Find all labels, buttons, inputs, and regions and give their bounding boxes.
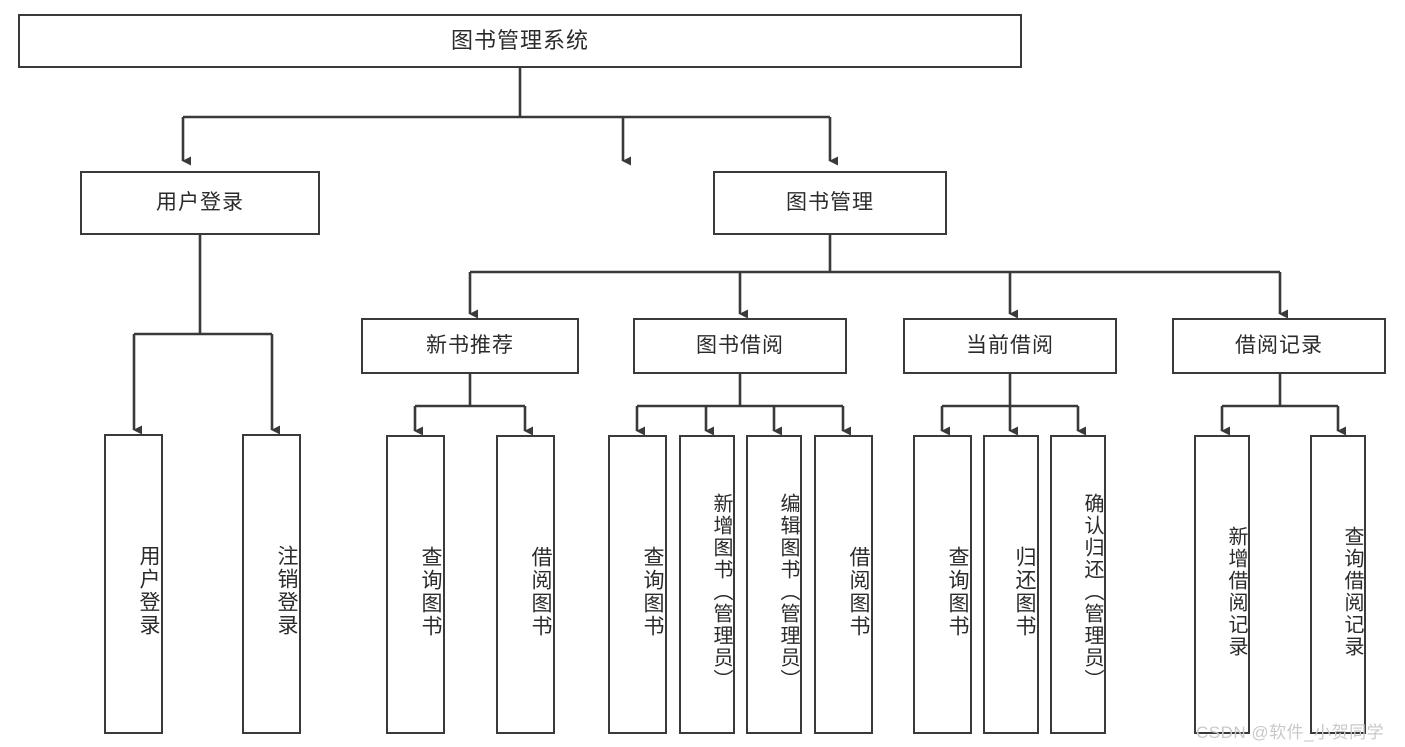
node-root-library-management-system[interactable]: 图书管理系统 xyxy=(18,14,1022,68)
node-book-management[interactable]: 图书管理 xyxy=(713,171,947,235)
node-leaf-user-login[interactable]: 用户登录 xyxy=(104,434,163,734)
node-user-login[interactable]: 用户登录 xyxy=(80,171,320,235)
node-leaf-borrow-book-borrow[interactable]: 借阅图书 xyxy=(814,435,873,734)
node-leaf-logout-login[interactable]: 注销登录 xyxy=(242,434,301,734)
node-leaf-query-book-current[interactable]: 查询图书 xyxy=(913,435,972,734)
node-leaf-query-borrow-record[interactable]: 查询借阅记录 xyxy=(1310,435,1366,734)
node-leaf-confirm-return-admin[interactable]: 确认归还（管理员） xyxy=(1050,435,1106,734)
node-leaf-borrow-book-new-rec[interactable]: 借阅图书 xyxy=(496,435,555,734)
csdn-watermark: CSDN @软件_小贺同学 xyxy=(1196,723,1385,742)
node-leaf-query-book-borrow[interactable]: 查询图书 xyxy=(608,435,667,734)
node-leaf-query-book-new-rec[interactable]: 查询图书 xyxy=(386,435,445,734)
node-new-book-recommendation[interactable]: 新书推荐 xyxy=(361,318,579,374)
node-current-borrowing[interactable]: 当前借阅 xyxy=(903,318,1117,374)
node-leaf-add-book-admin[interactable]: 新增图书（管理员） xyxy=(679,435,735,734)
node-book-borrowing[interactable]: 图书借阅 xyxy=(633,318,847,374)
node-leaf-edit-book-admin[interactable]: 编辑图书（管理员） xyxy=(746,435,802,734)
node-leaf-return-book[interactable]: 归还图书 xyxy=(983,435,1039,734)
node-borrowing-records[interactable]: 借阅记录 xyxy=(1172,318,1386,374)
node-leaf-add-borrow-record[interactable]: 新增借阅记录 xyxy=(1194,435,1250,734)
